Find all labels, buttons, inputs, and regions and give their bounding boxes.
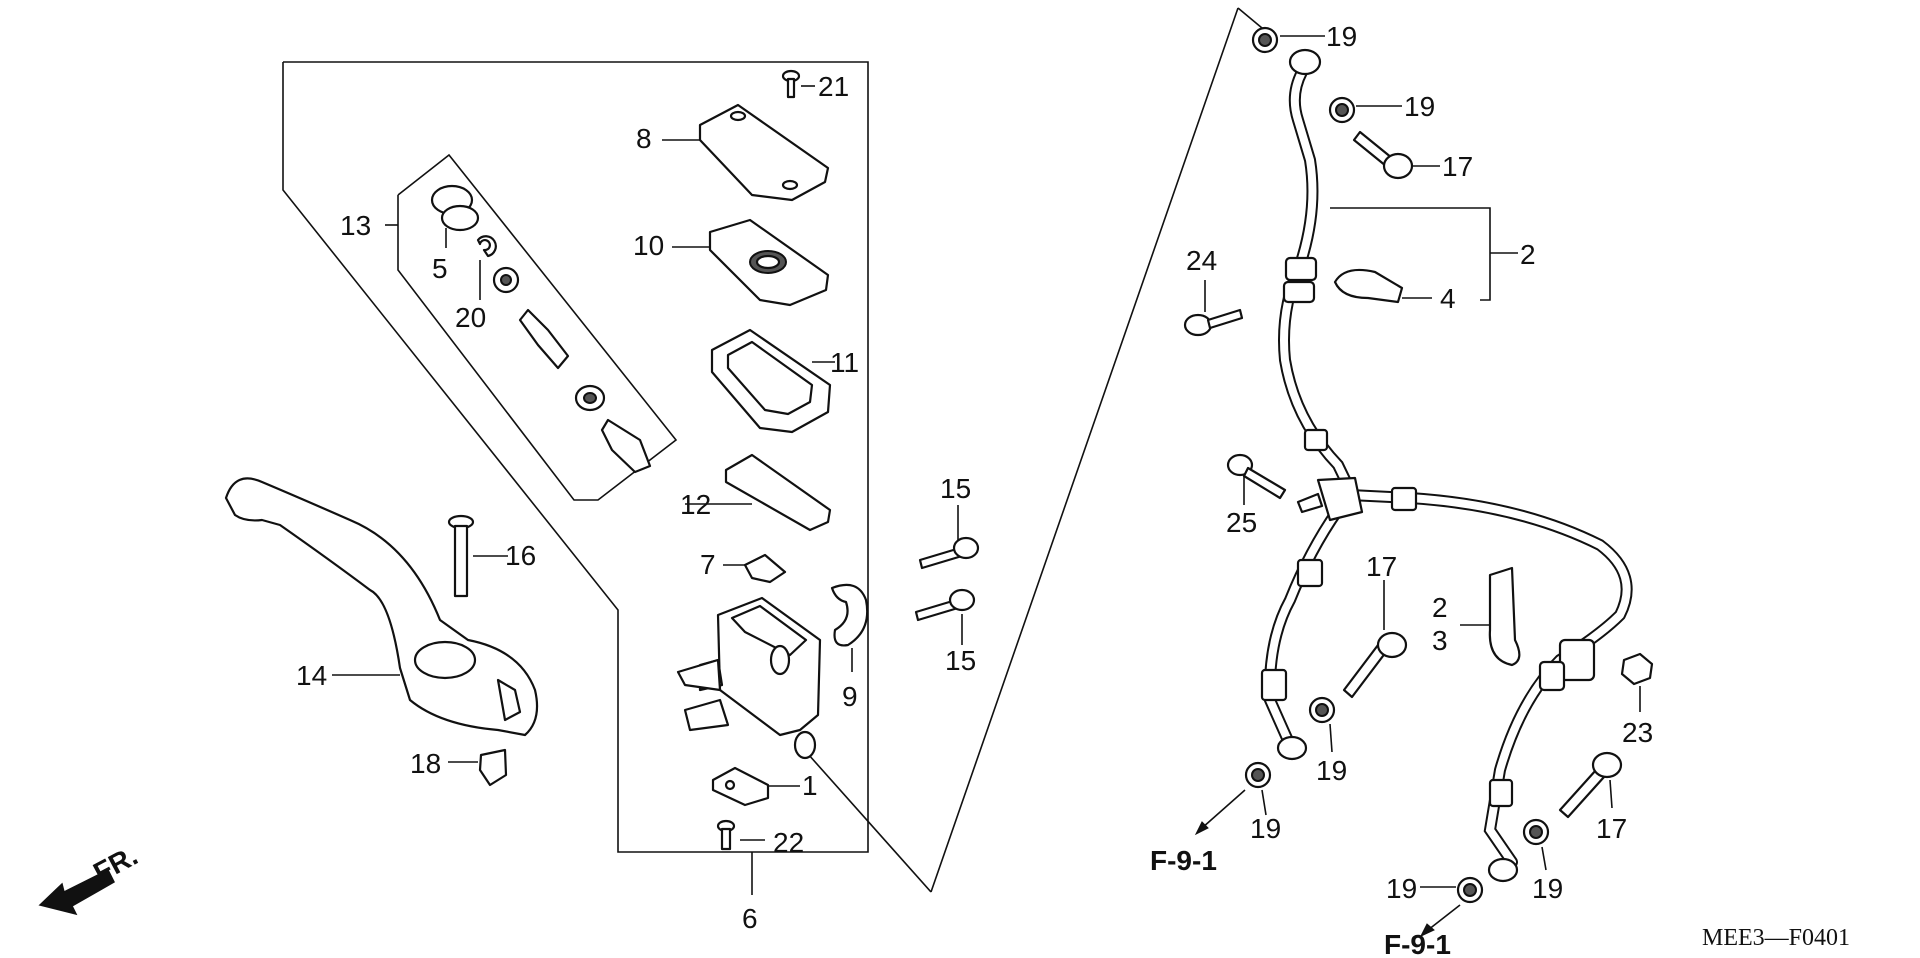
part-6-master-cylinder xyxy=(676,596,822,760)
callout-18: 18 xyxy=(410,748,441,779)
part-18-cap xyxy=(448,748,508,787)
part-20-circlip xyxy=(476,235,497,300)
part-25-bolt xyxy=(1226,453,1287,505)
callout-12: 12 xyxy=(680,489,711,520)
part-8-cap xyxy=(662,103,830,202)
callout-17-a: 17 xyxy=(1442,151,1473,182)
callout-7: 7 xyxy=(700,549,716,580)
piston-parts xyxy=(492,266,652,474)
part-24-bolt xyxy=(1183,280,1244,337)
part-4-clamp xyxy=(1333,268,1432,304)
callout-21: 21 xyxy=(818,71,849,102)
ref-f91-left: F-9-1 xyxy=(1150,845,1217,876)
part-17-bolts xyxy=(1342,130,1623,819)
callout-4: 4 xyxy=(1440,283,1456,314)
part-15-bolts xyxy=(914,505,980,645)
callout-3: 3 xyxy=(1432,625,1448,656)
part-5-boot xyxy=(430,184,480,248)
ref-f91-bottom: F-9-1 xyxy=(1384,929,1451,958)
part-9-holder xyxy=(830,583,869,672)
callout-25: 25 xyxy=(1226,507,1257,538)
part-1-switch xyxy=(711,766,800,807)
part-22-screw xyxy=(716,819,765,851)
callout-15-top: 15 xyxy=(940,473,971,504)
front-direction-arrow xyxy=(38,868,115,916)
callout-19-e: 19 xyxy=(1532,873,1563,904)
part-23-nut xyxy=(1620,652,1654,712)
assembly-6-boundary xyxy=(282,61,869,895)
callout-8: 8 xyxy=(636,123,652,154)
callout-17-c: 17 xyxy=(1596,813,1627,844)
callout-1: 1 xyxy=(802,770,818,801)
assembly-13-boundary xyxy=(385,153,678,501)
callout-23: 23 xyxy=(1622,717,1653,748)
part-10-plate xyxy=(672,218,830,307)
callout-14: 14 xyxy=(296,660,327,691)
callout-2-a: 2 xyxy=(1520,239,1536,270)
brake-hose xyxy=(1260,48,1633,883)
callout-11: 11 xyxy=(830,347,859,378)
callout-2-b: 2 xyxy=(1432,592,1448,623)
callout-10: 10 xyxy=(633,230,664,261)
callout-20: 20 xyxy=(455,302,486,333)
callout-19-d: 19 xyxy=(1250,813,1281,844)
callout-6: 6 xyxy=(742,903,758,934)
ref-arrows xyxy=(1194,789,1461,938)
callout-5: 5 xyxy=(432,253,448,284)
callout-9: 9 xyxy=(842,681,858,712)
callout-19-b: 19 xyxy=(1404,91,1435,122)
part-3-bracket xyxy=(1460,566,1521,667)
callout-19-a: 19 xyxy=(1326,21,1357,52)
callout-24: 24 xyxy=(1186,245,1217,276)
part-16-bolt xyxy=(447,514,508,598)
hose-leader xyxy=(799,7,1263,893)
part-11-diaphragm xyxy=(710,328,835,434)
part-14-lever xyxy=(224,477,539,737)
diagram-code: MEE3—F0401 xyxy=(1702,925,1850,951)
part-12-plate xyxy=(685,453,832,532)
callout-17-b: 17 xyxy=(1366,551,1397,582)
callout-13: 13 xyxy=(340,210,371,241)
callout-16: 16 xyxy=(505,540,536,571)
callout-19-f: 19 xyxy=(1386,873,1417,904)
part-2-bracket-bracket xyxy=(1330,207,1518,301)
part-19-washers xyxy=(1244,26,1550,904)
callout-22: 22 xyxy=(773,827,804,858)
part-21-screw xyxy=(781,69,815,99)
part-7-clip xyxy=(723,553,787,584)
callout-19-c: 19 xyxy=(1316,755,1347,786)
callout-15-bottom: 15 xyxy=(945,645,976,676)
